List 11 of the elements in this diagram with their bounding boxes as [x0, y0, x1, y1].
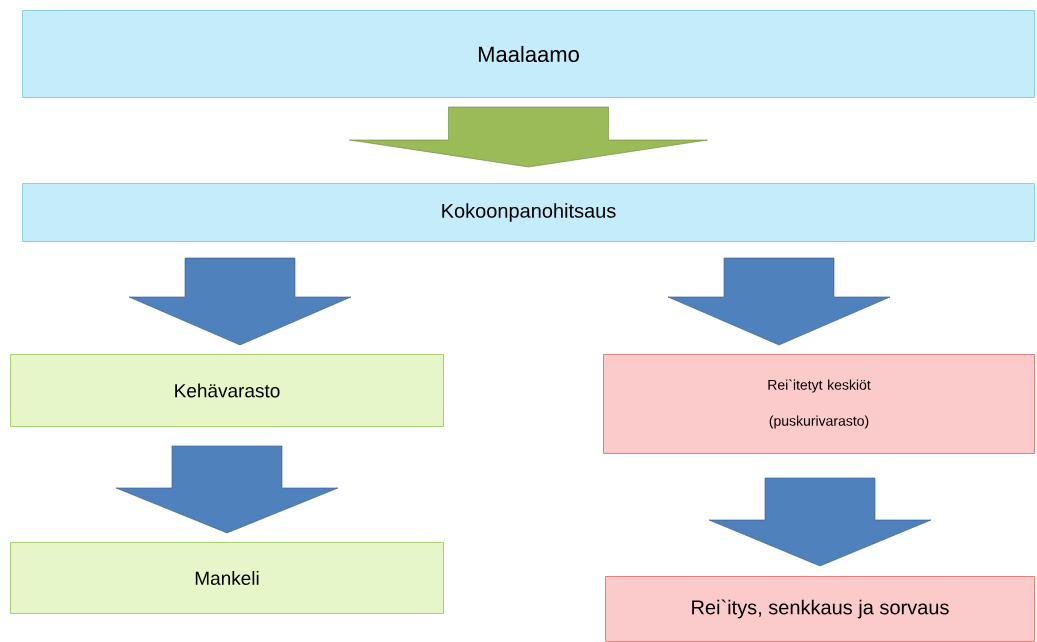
process-box: Rei`itetyt keskiöt (puskurivarasto)	[603, 354, 1035, 454]
block-arrow	[667, 257, 891, 346]
process-box: Maalaamo	[22, 10, 1035, 98]
process-box: Kehävarasto	[10, 354, 444, 427]
block-arrow	[349, 106, 708, 168]
process-box: Mankeli	[10, 542, 444, 614]
block-arrow	[115, 445, 339, 534]
block-arrow	[128, 257, 352, 346]
process-box: Kokoonpanohitsaus	[22, 183, 1035, 242]
block-arrow	[708, 477, 932, 567]
process-box: Rei`itys, senkkaus ja sorvaus	[605, 576, 1035, 642]
